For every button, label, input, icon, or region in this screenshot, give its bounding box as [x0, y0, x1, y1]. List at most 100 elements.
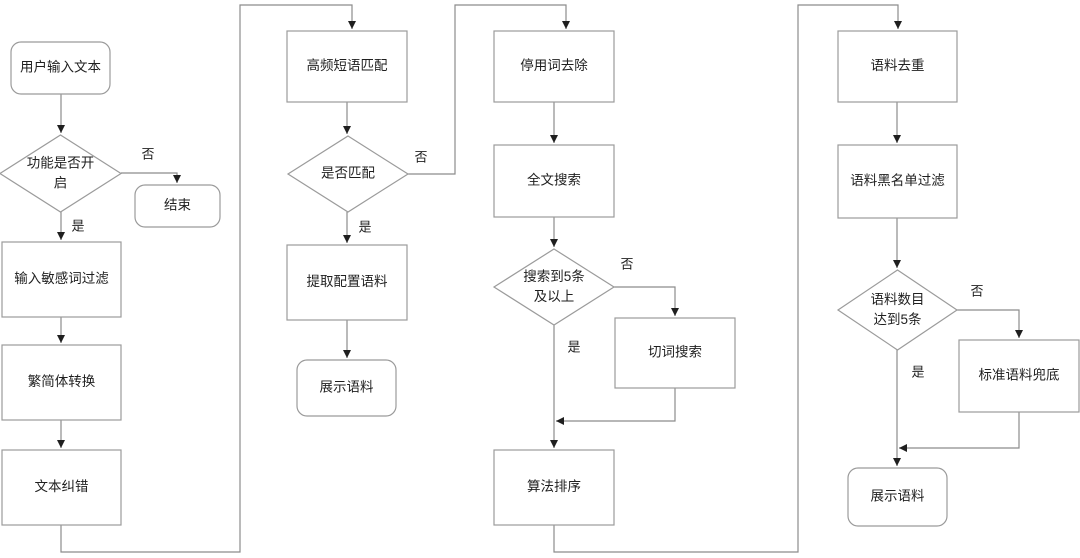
edge-n17-to-n18	[893, 218, 901, 268]
node-n15[interactable]: 算法排序	[493, 449, 615, 526]
edge-n5-to-n6	[57, 420, 65, 448]
decision-shape[interactable]	[0, 134, 123, 213]
arrowhead-icon	[343, 350, 351, 358]
process-shape[interactable]	[837, 144, 958, 219]
edge-label-否: 否	[414, 149, 427, 164]
node-label: 标准语料兜底	[979, 368, 1060, 383]
node-n14[interactable]: 切词搜索	[614, 317, 736, 389]
arrowhead-icon	[562, 21, 570, 29]
arrowhead-icon	[893, 260, 901, 268]
node-label: 提取配置语料	[307, 274, 388, 289]
edge-n13-to-n14: 否	[614, 256, 679, 316]
node-n12[interactable]: 全文搜索	[493, 144, 615, 218]
edge-n8-to-n9: 是	[343, 212, 372, 243]
node-label: 输入敏感词过滤	[14, 270, 109, 286]
edge-label-是: 是	[71, 218, 84, 233]
node-label: 展示语料	[320, 380, 374, 395]
edge-n2-to-n3: 否	[121, 146, 181, 183]
arrowhead-icon	[57, 125, 65, 133]
process-shape[interactable]	[493, 144, 615, 218]
decision-shape[interactable]	[836, 269, 959, 351]
node-n8[interactable]: 是否匹配	[286, 135, 410, 213]
arrowhead-icon	[894, 21, 902, 29]
node-n19[interactable]: 标准语料兜底	[958, 339, 1080, 413]
node-n4[interactable]: 输入敏感词过滤	[1, 241, 122, 318]
edge-path	[957, 309, 1020, 338]
terminator-shape[interactable]	[134, 184, 221, 228]
node-n17[interactable]: 语料黑名单过滤	[837, 144, 958, 219]
node-n3[interactable]: 结束	[134, 184, 221, 228]
edge-label-是: 是	[358, 219, 371, 234]
arrowhead-icon	[348, 21, 356, 29]
edge-n19-to-n20	[899, 412, 1020, 452]
edge-n15-to-n16	[553, 4, 902, 553]
terminator-shape[interactable]	[847, 467, 948, 527]
arrowhead-icon	[57, 335, 65, 343]
terminator-shape[interactable]	[10, 41, 111, 95]
edge-n4-to-n5	[57, 317, 65, 343]
edge-n6-to-n7	[60, 4, 356, 553]
edge-n2-to-n4: 是	[57, 212, 85, 240]
process-shape[interactable]	[614, 317, 736, 389]
arrowhead-icon	[1015, 330, 1023, 338]
node-label: 繁简体转换	[28, 373, 96, 389]
node-label: 展示语料	[871, 489, 925, 504]
decision-shape[interactable]	[286, 135, 410, 213]
node-label: 是否匹配	[321, 166, 375, 181]
arrowhead-icon	[893, 458, 901, 466]
node-n1[interactable]: 用户输入文本	[10, 41, 111, 95]
process-shape[interactable]	[1, 241, 122, 318]
edge-n8-to-n11: 否	[408, 4, 570, 175]
edge-path	[899, 412, 1020, 449]
arrowhead-icon	[57, 232, 65, 240]
edge-n11-to-n12	[550, 102, 558, 143]
node-n6[interactable]: 文本纠错	[1, 449, 122, 526]
process-shape[interactable]	[1, 449, 122, 526]
node-label: 全文搜索	[527, 172, 581, 188]
node-n10[interactable]: 展示语料	[296, 359, 397, 417]
node-n16[interactable]: 语料去重	[837, 30, 958, 103]
edge-n18-to-n19: 否	[957, 283, 1023, 338]
node-label: 语料黑名单过滤	[850, 173, 945, 188]
edge-label-否: 否	[141, 146, 154, 161]
decision-shape[interactable]	[492, 248, 616, 326]
arrowhead-icon	[550, 440, 558, 448]
process-shape[interactable]	[837, 30, 958, 103]
edge-path	[556, 388, 676, 422]
arrowhead-icon	[550, 135, 558, 143]
process-shape[interactable]	[493, 30, 615, 103]
edge-path	[121, 172, 178, 183]
process-shape[interactable]	[286, 244, 408, 321]
edge-n12-to-n13	[550, 217, 558, 247]
node-n11[interactable]: 停用词去除	[493, 30, 615, 103]
node-n20[interactable]: 展示语料	[847, 467, 948, 527]
node-n13[interactable]: 搜索到5条及以上	[492, 248, 616, 326]
edge-path	[553, 4, 899, 553]
process-shape[interactable]	[1, 344, 122, 421]
arrowhead-icon	[173, 175, 181, 183]
edge-path	[60, 4, 353, 553]
arrowhead-icon	[343, 235, 351, 243]
node-label: 搜索到5条及以上	[523, 268, 585, 304]
node-n5[interactable]: 繁简体转换	[1, 344, 122, 421]
edge-label-是: 是	[567, 339, 580, 354]
node-n18[interactable]: 语料数目达到5条	[836, 269, 959, 351]
arrowhead-icon	[899, 444, 907, 452]
arrowhead-icon	[343, 126, 351, 134]
terminator-shape[interactable]	[296, 359, 397, 417]
node-label: 功能是否开启	[27, 155, 95, 190]
process-shape[interactable]	[286, 30, 408, 103]
edge-label-是: 是	[911, 364, 924, 379]
node-n2[interactable]: 功能是否开启	[0, 134, 123, 213]
edge-path	[408, 4, 567, 175]
process-shape[interactable]	[493, 449, 615, 526]
node-n9[interactable]: 提取配置语料	[286, 244, 408, 321]
node-n7[interactable]: 高频短语匹配	[286, 30, 408, 103]
node-label: 切词搜索	[648, 345, 702, 360]
arrowhead-icon	[893, 135, 901, 143]
process-shape[interactable]	[958, 339, 1080, 413]
edge-n18-to-n20: 是	[893, 350, 925, 466]
